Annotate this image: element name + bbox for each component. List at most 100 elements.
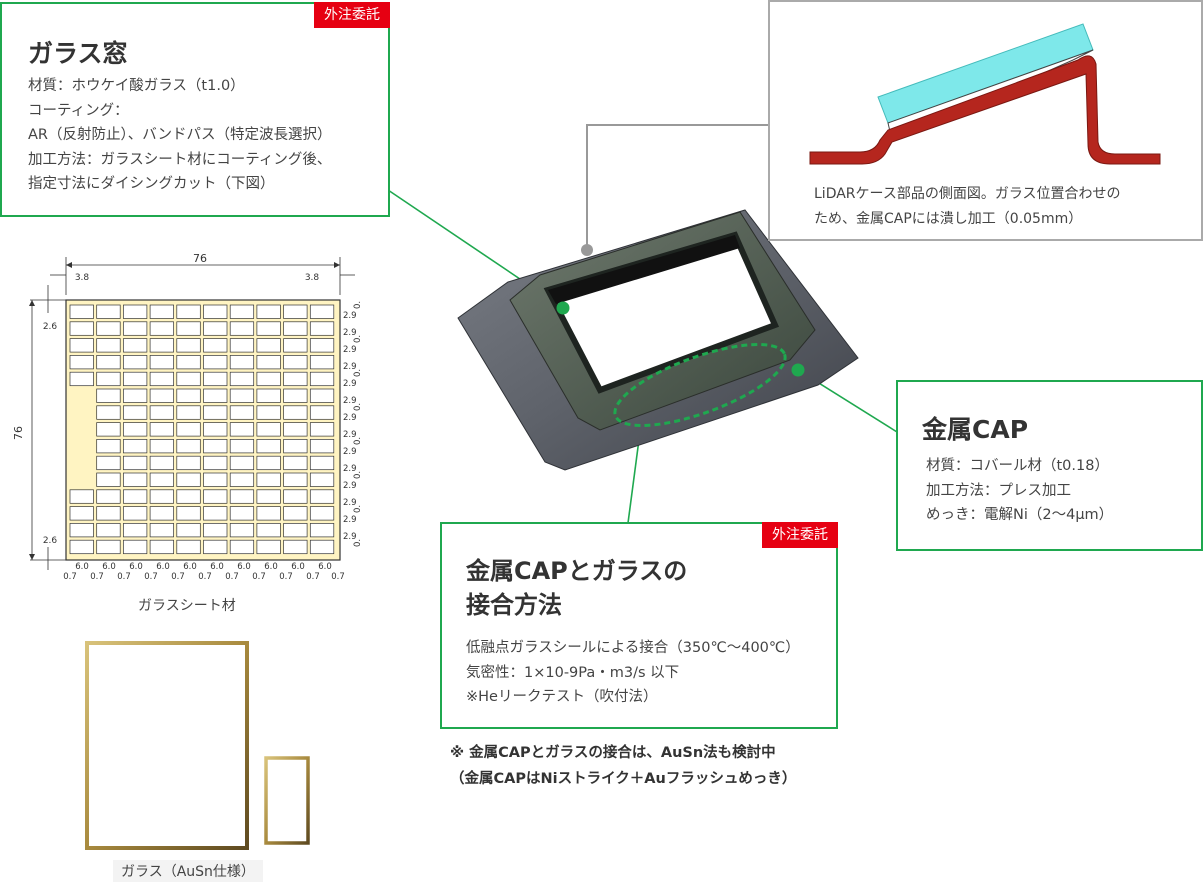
glass-cell [96, 422, 121, 437]
glass-cell [229, 338, 255, 353]
glass-cell [96, 489, 121, 504]
glass-cell [176, 472, 201, 487]
cell-height-label: 2.9 [343, 328, 357, 338]
glass-cell [256, 455, 281, 471]
arrow [29, 554, 35, 560]
lidar-connector [586, 124, 770, 250]
gap-width-label: 0.7 [90, 572, 104, 582]
glass-cell [229, 422, 255, 437]
glass-cell [203, 304, 228, 319]
glass-cell [96, 472, 121, 487]
glass-cell [283, 355, 308, 370]
glass-cell [309, 422, 335, 437]
glass-cell [309, 371, 335, 387]
joining-title-line: 接合方法 [466, 591, 562, 619]
glass-cell [256, 439, 281, 454]
cell-width-label: 6.0 [291, 562, 305, 572]
glass-cell [203, 489, 228, 504]
glass-cell [256, 371, 281, 387]
glass-sheet-caption: ガラスシート材 [138, 598, 236, 614]
glass-cell [229, 455, 255, 471]
cell-width-label: 6.0 [75, 562, 89, 572]
glass-cell [203, 355, 228, 370]
lidar-side-view-diagram [809, 23, 1161, 165]
row-gap-label: 0. [353, 301, 363, 309]
cell-width-label: 6.0 [129, 562, 143, 572]
glass-cell [309, 489, 335, 504]
cell-width-label: 6.0 [183, 562, 197, 572]
glass-cell [309, 355, 335, 370]
outsourcing-badge: 外注委託 [314, 2, 390, 28]
glass-cell [309, 455, 335, 471]
glass-cell [229, 489, 255, 504]
row-gap-label: 0. [353, 505, 363, 513]
glass-cell [123, 338, 148, 353]
glass-cell [203, 405, 228, 420]
cell-width-label: 6.0 [156, 562, 170, 572]
glass-cell [176, 523, 201, 538]
glass-cell [123, 489, 148, 504]
glass-cell [149, 455, 174, 471]
glass-cell [256, 338, 281, 353]
glass-cell [309, 304, 335, 319]
glass-cell [283, 371, 308, 387]
glass-cell [176, 539, 201, 555]
top-gap-dimension: 2.6 [43, 322, 58, 332]
glass-cell [123, 472, 148, 487]
glass-window-line: 指定寸法にダイシングカット（下図） [28, 176, 275, 192]
glass-cell [176, 455, 201, 471]
glass-cell [96, 539, 121, 555]
arrow [29, 300, 35, 306]
bottom-gap-dimension: 2.6 [43, 536, 58, 546]
glass-cell [176, 338, 201, 353]
glass-cell [96, 338, 121, 353]
glass-cell [309, 388, 335, 403]
cell-height-label: 2.9 [343, 515, 357, 525]
cap-connector-dot-top [791, 363, 805, 377]
joining-title: 金属CAPとガラスの 接合方法 [466, 554, 687, 622]
glass-cell [176, 405, 201, 420]
glass-cell [309, 338, 335, 353]
cell-height-label: 2.9 [343, 532, 357, 542]
gap-width-label: 0.7 [144, 572, 158, 582]
arrow [334, 262, 340, 268]
glass-cell [283, 539, 308, 555]
cell-height-label: 2.9 [343, 464, 357, 474]
ausn-frames-caption: ガラス（AuSn仕様） [113, 860, 263, 882]
glass-cell [149, 506, 174, 521]
cell-width-label: 6.0 [318, 562, 332, 572]
height-dimension: 76 [12, 426, 25, 440]
glass-cell [203, 439, 228, 454]
glass-cell [203, 539, 228, 555]
glass-cell [283, 388, 308, 403]
glass-cell [283, 304, 308, 319]
glass-cell [69, 539, 94, 555]
glass-cell [283, 338, 308, 353]
glass-cell [69, 489, 94, 504]
glass-cell [203, 506, 228, 521]
glass-cell [203, 455, 228, 471]
row-gap-label: 0. [353, 437, 363, 445]
cell-height-label: 2.9 [343, 447, 357, 457]
glass-cell [96, 304, 121, 319]
gap-width-label: 0.7 [331, 572, 345, 582]
joining-method-box: 外注委託 金属CAPとガラスの 接合方法 低融点ガラスシールによる接合（350℃… [440, 522, 838, 729]
glass-cell [256, 523, 281, 538]
glass-cell [283, 472, 308, 487]
glass-cell [229, 304, 255, 319]
glass-cell [256, 405, 281, 420]
glass-cell [96, 371, 121, 387]
glass-cell [176, 439, 201, 454]
gap-width-label: 0.7 [279, 572, 293, 582]
glass-cell [256, 304, 281, 319]
glass-cell [309, 472, 335, 487]
metal-cap-box: 金属CAP 材質：コバール材（t0.18） 加工方法：プレス加工 めっき：電解N… [896, 380, 1203, 551]
glass-cell [283, 506, 308, 521]
glass-cell [149, 388, 174, 403]
lidar-line: ため、金属CAPには潰し加工（0.05mm） [814, 211, 1083, 227]
glass-cell [123, 523, 148, 538]
margin-right-dimension: 3.8 [305, 273, 320, 283]
arrow [66, 262, 72, 268]
lidar-side-view-box: LiDARケース部品の側面図。ガラス位置合わせの ため、金属CAPには潰し加工（… [768, 0, 1203, 241]
